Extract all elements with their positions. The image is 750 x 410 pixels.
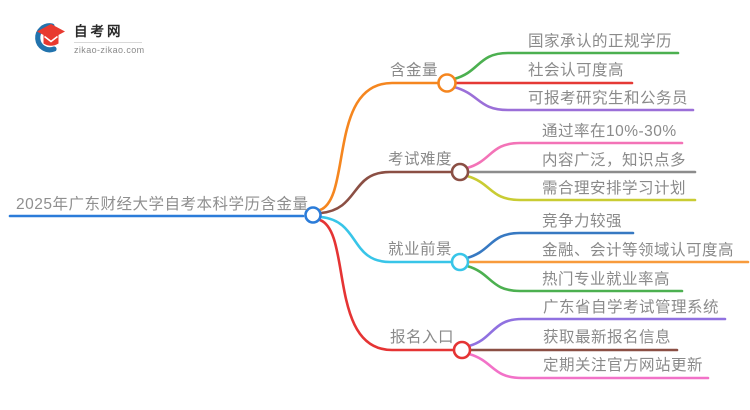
leaf-label-1-3: 可报考研究生和公务员: [528, 90, 689, 107]
logo-title: 自考网: [74, 24, 124, 39]
leaf-line-1-3: [452, 85, 695, 112]
leaf-label-4-1: 广东省自学考试管理系统: [543, 299, 720, 316]
leaf-label-1-2: 社会认可度高: [528, 62, 625, 79]
root-node[interactable]: [304, 206, 322, 224]
leaf-label-4-2: 获取最新报名信息: [543, 329, 672, 346]
branch-1-line: [318, 81, 440, 212]
branch-label-jiuyeqianjing: 就业前景: [388, 241, 453, 258]
leaf-label-2-1: 通过率在10%-30%: [542, 123, 677, 140]
branch-label-baomingrukou: 报名入口: [390, 329, 455, 346]
branch-4-node[interactable]: [452, 340, 472, 360]
leaf-label-3-3: 热门专业就业率高: [542, 271, 671, 288]
branch-2-line: [319, 170, 453, 215]
logo-domain: zikao-zikao.com: [74, 45, 145, 55]
branch-label-kaoshinandu: 考试难度: [388, 151, 453, 168]
leaf-line-2-1: [465, 141, 684, 170]
leaf-line-4-3: [467, 352, 710, 380]
leaf-label-3-1: 竞争力较强: [542, 213, 623, 230]
branch-label-hanjinliang: 含金量: [390, 62, 439, 79]
leaf-label-3-2: 金融、会计等领域认可度高: [542, 242, 735, 259]
branch-2-node[interactable]: [450, 162, 470, 182]
leaf-label-2-2: 内容广泛，知识点多: [542, 152, 687, 169]
leaf-line-1-1: [452, 51, 680, 81]
logo-divider: [74, 42, 142, 43]
leaf-line-4-1: [467, 317, 727, 348]
branch-1-node[interactable]: [437, 73, 457, 93]
branch-3-node[interactable]: [450, 252, 470, 272]
leaf-line-3-1: [465, 231, 635, 260]
branch-3-line: [319, 215, 453, 264]
graduation-cap-icon: [35, 22, 65, 52]
branch-4-line: [318, 218, 455, 352]
leaf-line-2-3: [465, 174, 697, 202]
site-logo[interactable]: 自考网 zikao-zikao.com: [30, 20, 145, 55]
leaf-label-1-1: 国家承认的正规学历: [528, 33, 673, 50]
leaf-line-3-3: [465, 264, 684, 293]
leaf-label-2-3: 需合理安排学习计划: [542, 180, 687, 197]
leaf-label-4-3: 定期关注官方网站更新: [543, 357, 704, 374]
root-topic-label: 2025年广东财经大学自考本科学历含金量: [16, 196, 309, 213]
